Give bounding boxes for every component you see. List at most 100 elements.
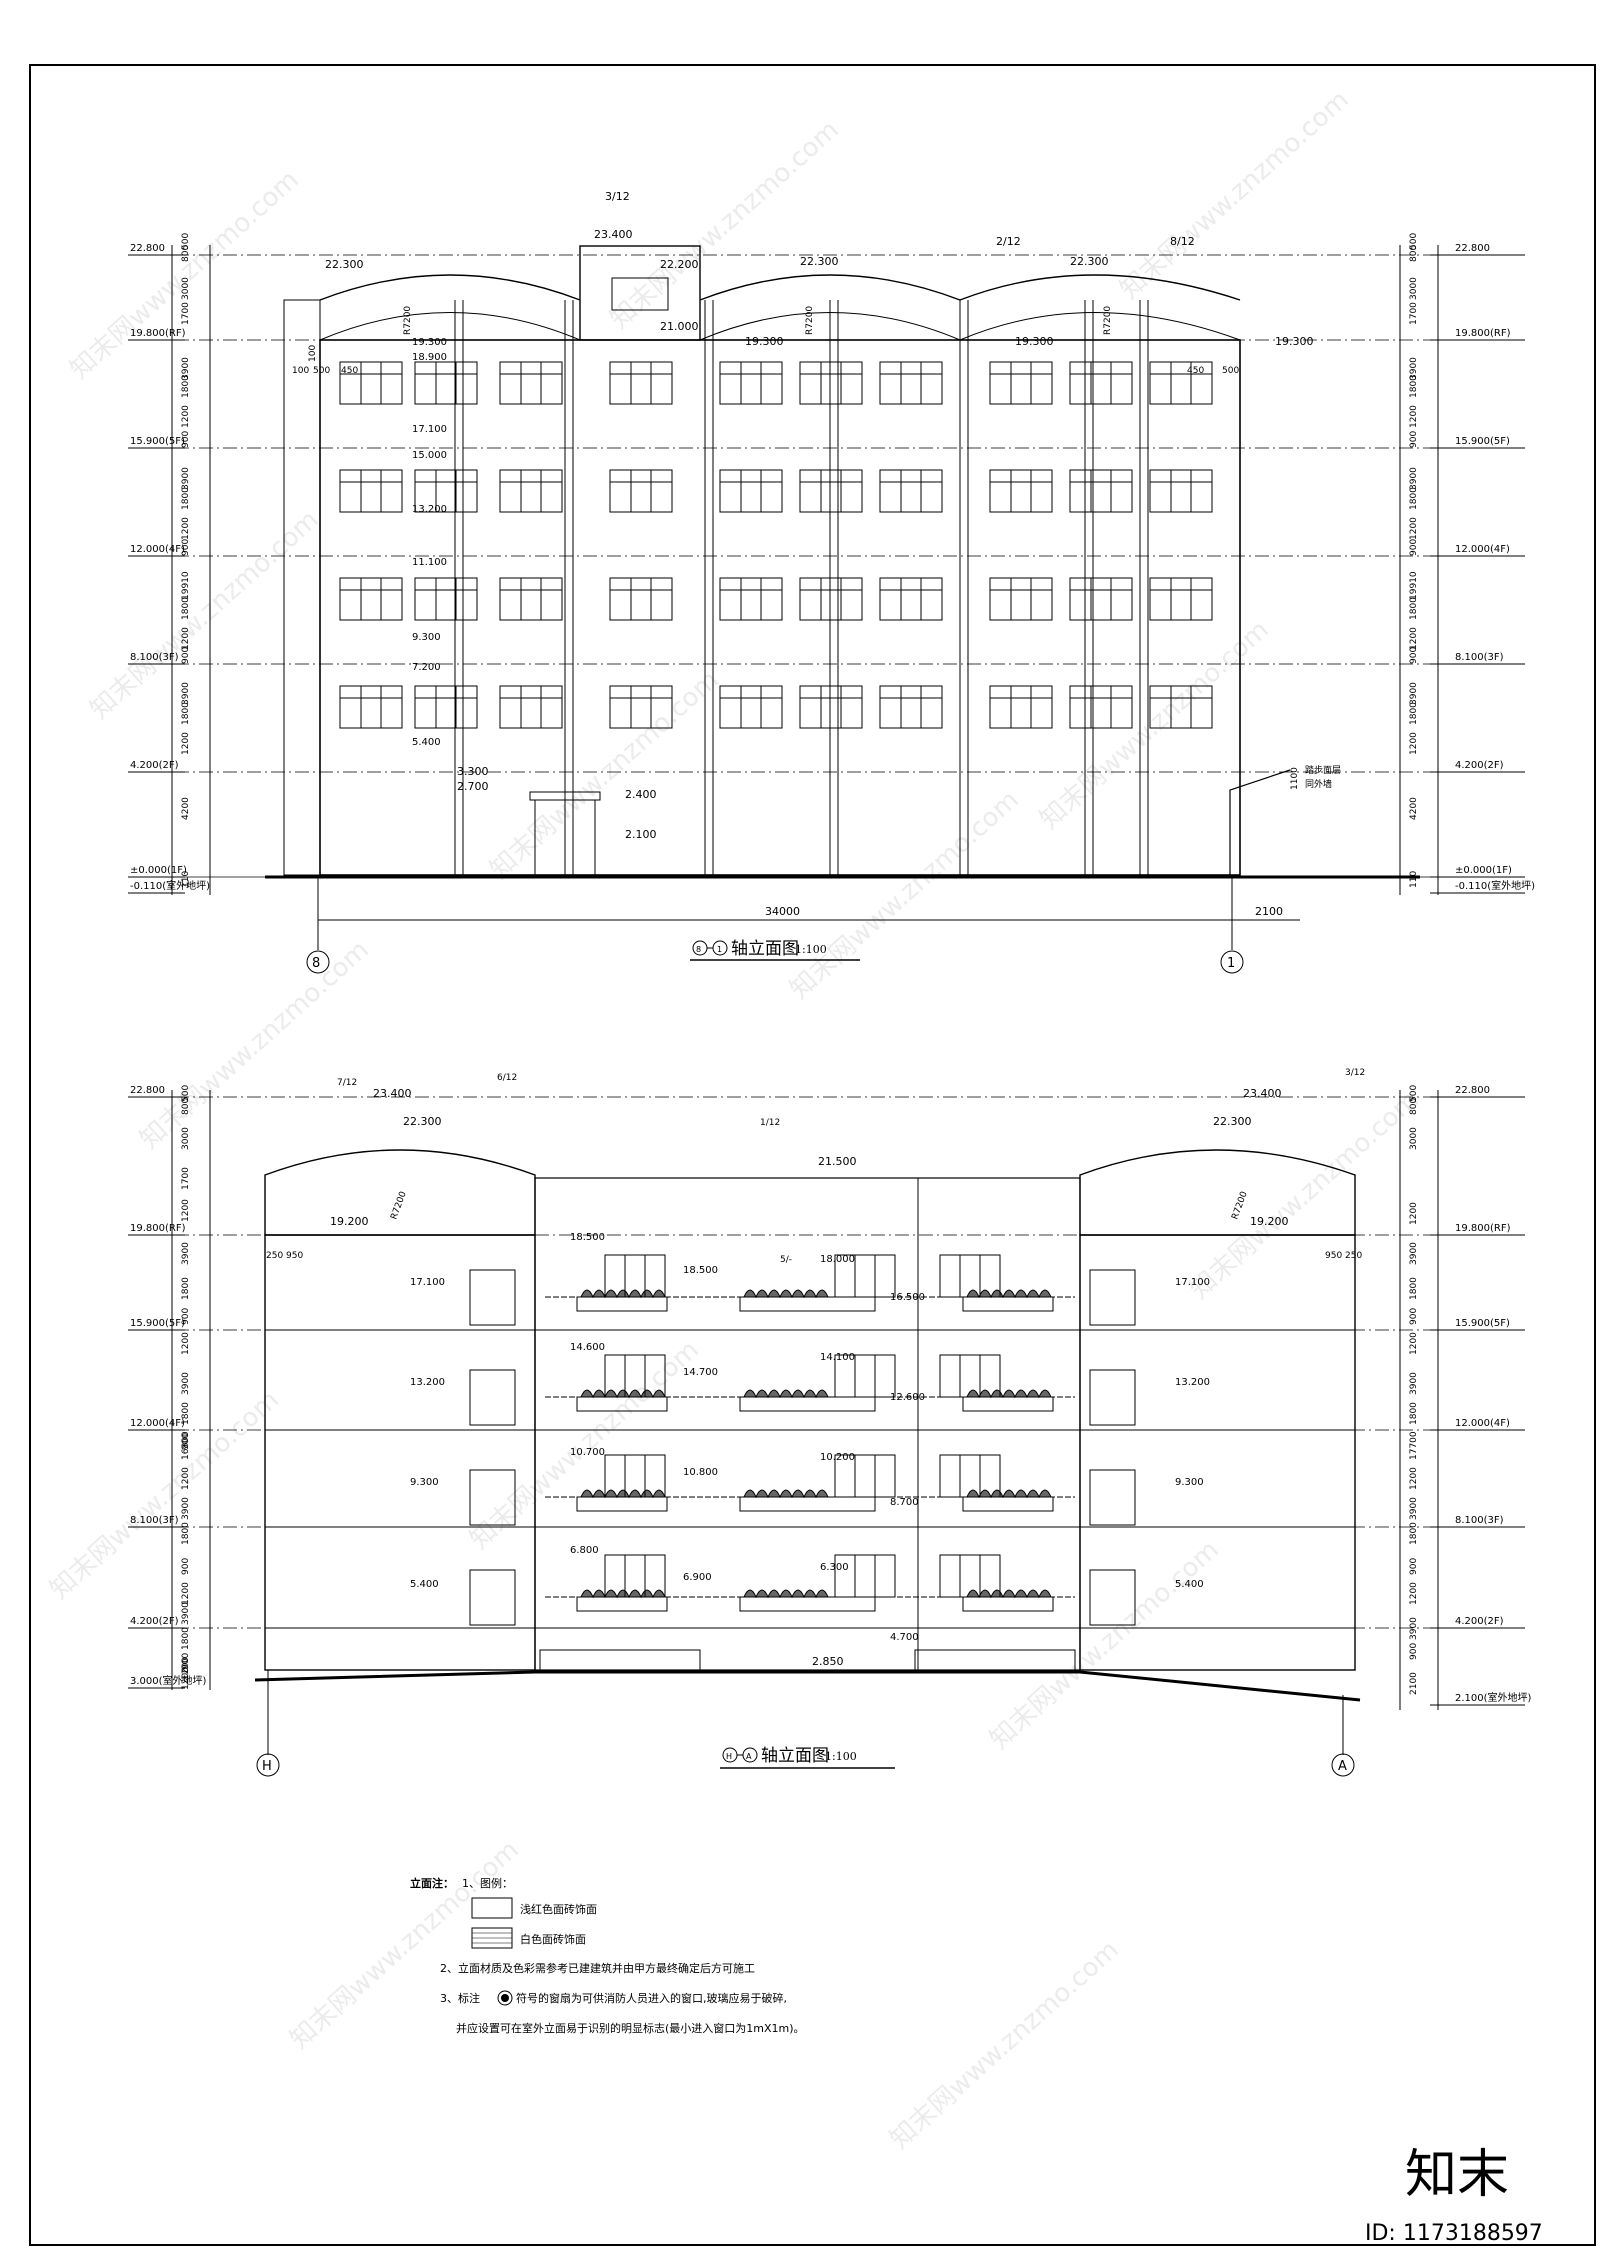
bottom-floor-mark-right: 13.200 (1175, 1377, 1210, 1388)
window (609, 685, 673, 729)
logo-text: 知末 (1405, 2145, 1509, 2205)
top-dim-right: 3900 (1409, 467, 1419, 490)
planter (739, 1296, 876, 1312)
bottom-floor-mark-left: 9.300 (410, 1477, 439, 1488)
bottom-title-text: 轴立面图 (761, 1746, 829, 1766)
bottom-dim-right: 1800 (1409, 1402, 1419, 1425)
window (609, 577, 673, 621)
window (939, 1454, 1001, 1498)
top-dim-left: 1800 (181, 487, 191, 510)
bottom-windows-and-planters (469, 1254, 1136, 1626)
top-elevation-title: 8 1 轴立面图 1:100 (690, 939, 860, 961)
planter (962, 1596, 1054, 1612)
bottom-dim-right: 3900 (1409, 1497, 1419, 1520)
bottom-dim-right: 1800 (1409, 1277, 1419, 1300)
top-dim-right: 1700 (1409, 302, 1419, 325)
notes-item3-line2: 并应设置可在室外立面易于识别的明显标志(最小进入窗口为1mX1m)。 (456, 2021, 805, 2035)
top-entrance-mark-4: 2.100 (625, 828, 657, 841)
top-roof-mark-8: 19.300 (1275, 335, 1314, 348)
window (499, 685, 563, 729)
bottom-detail-ref-1: 7/12 (337, 1078, 357, 1088)
planter (576, 1296, 668, 1312)
window (719, 469, 783, 513)
top-window-mark: 9.300 (412, 632, 441, 643)
window (1089, 1469, 1136, 1526)
top-roof-arch-3 (959, 274, 1241, 301)
window (339, 469, 403, 513)
bottom-dim-right: 2100 (1409, 1672, 1419, 1695)
top-entrance-mark-1: 3.300 (457, 765, 489, 778)
legend1-label: 浅红色面砖饰面 (520, 1902, 597, 1916)
window (1069, 469, 1133, 513)
window (799, 361, 863, 405)
window (989, 361, 1053, 405)
window (339, 685, 403, 729)
top-dim-left: 900 (181, 539, 191, 556)
top-level-label-left: 19.800(RF) (130, 328, 186, 339)
top-side-dim: 2100 (1255, 905, 1283, 918)
window (989, 577, 1053, 621)
bottom-title-scale: 1:100 (825, 1750, 857, 1763)
fire-window-symbol (497, 1990, 513, 2006)
bottom-floor-mark-right: 9.300 (1175, 1477, 1204, 1488)
bottom-left-wing (264, 1234, 536, 1671)
top-title-text: 轴立面图 (731, 939, 799, 959)
bottom-dim-left: 1700 (181, 1167, 191, 1190)
bottom-small-dim-3: 250 (1345, 1251, 1362, 1261)
window (499, 469, 563, 513)
bottom-level-label-right: 8.100(3F) (1455, 1515, 1504, 1526)
window (1069, 685, 1133, 729)
bottom-dim-right: 1200 (1409, 1202, 1419, 1225)
bottom-dim-left: 900 (181, 1308, 191, 1325)
top-dim-left: 110 (181, 871, 191, 888)
bottom-dim-right: 1200 (1409, 1467, 1419, 1490)
window (989, 469, 1053, 513)
bottom-level-label-left: 3.000(室外地坪) (130, 1674, 207, 1687)
notes-item2: 2、立面材质及色彩需参考已建建筑并由甲方最终确定后方可施工 (440, 1961, 755, 1975)
top-level-label-right: 15.900(5F) (1455, 436, 1510, 447)
bottom-dim-left: 800 (181, 1098, 191, 1115)
top-dim-left: 900 (181, 431, 191, 448)
bottom-dim-left: 1800 (181, 1277, 191, 1300)
top-level-label-right: 4.200(2F) (1455, 760, 1504, 771)
top-level-labels-right: 22.80019.800(RF)15.900(5F)12.000(4F)8.10… (1430, 243, 1535, 894)
window (469, 1269, 516, 1326)
window (414, 469, 478, 513)
top-dim-right: 1800 (1409, 487, 1419, 510)
svg-text:H: H (726, 1752, 732, 1761)
top-level-label-left: 8.100(3F) (130, 652, 179, 663)
bottom-floor-mark-right: 17.100 (1175, 1277, 1210, 1288)
top-level-label-right: 12.000(4F) (1455, 544, 1510, 555)
bottom-central-block (534, 1177, 1081, 1671)
bottom-level-label-right: 4.200(2F) (1455, 1616, 1504, 1627)
bottom-dim-left: 1200 (181, 1582, 191, 1605)
bottom-dim-left: 1800 (181, 1402, 191, 1425)
bottom-level-lines (175, 1096, 1450, 1629)
notes-item3-rest: 符号的窗扇为可供消防人员进入的窗口,玻璃应易于破碎, (516, 1991, 787, 2005)
top-small-dim-5: 450 (1187, 366, 1204, 376)
planter (962, 1396, 1054, 1412)
top-small-dim-1: 100 (308, 345, 318, 362)
bottom-ground-line (254, 1670, 1361, 1702)
bottom-axis-bubble-left (256, 1753, 280, 1777)
bottom-axis-label-left: H (262, 1759, 272, 1774)
window (719, 577, 783, 621)
top-level-label-right: -0.110(室外地坪) (1455, 879, 1535, 892)
top-radius-3: R7200 (1103, 306, 1113, 335)
top-level-label-left: 15.900(5F) (130, 436, 185, 447)
window (799, 685, 863, 729)
bottom-roof-mark-7: 19.200 (1250, 1215, 1289, 1228)
top-dim-left: 1700 (181, 302, 191, 325)
bottom-level-label-left: 4.200(2F) (130, 1616, 179, 1627)
bottom-small-dim-2: 950 (286, 1251, 303, 1261)
window (799, 469, 863, 513)
window (469, 1469, 516, 1526)
watermark-text: 知末网www.znzmo.com (785, 785, 1025, 1005)
top-roof-mark-3: 22.300 (800, 255, 839, 268)
top-elevation (175, 245, 1450, 974)
bottom-detail-ref-4: 5/- (780, 1255, 792, 1265)
window (414, 361, 478, 405)
bottom-right-roof (1079, 1149, 1356, 1236)
window (469, 1569, 516, 1626)
